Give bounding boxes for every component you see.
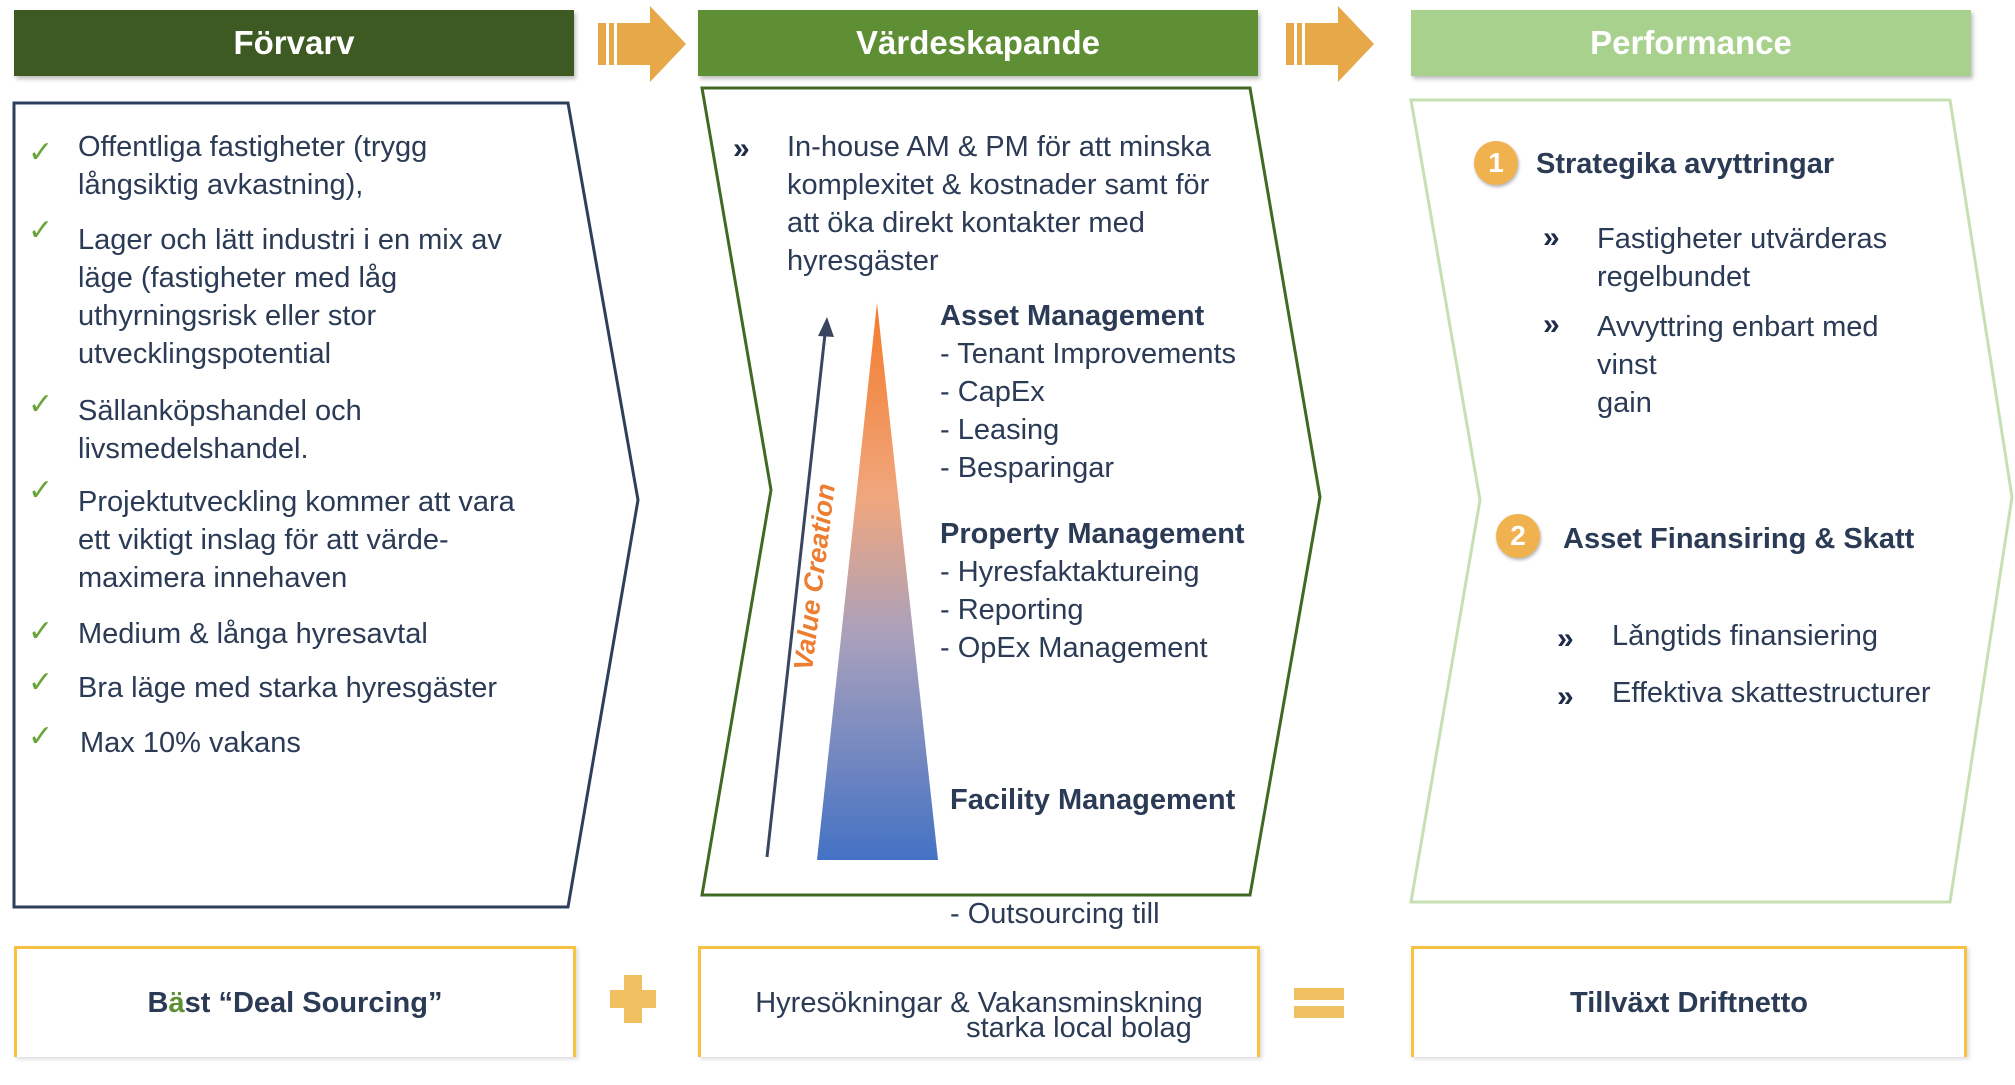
- header-forvarv-label: Förvarv: [233, 24, 355, 61]
- value-creation-arrow: [765, 317, 834, 858]
- forvarv-item-6: Bra läge med starka hyresgäster: [78, 672, 498, 704]
- facility-management-block: Facility Management - Outsourcing till s…: [950, 705, 1235, 1085]
- plus-sign: [610, 975, 656, 1023]
- performance-section-1-bullet-1: Fastigheter utvärderas regelbundet: [1597, 223, 1888, 293]
- performance-section-1-bullet-2: Avvyttring enbart med vinst gain: [1597, 311, 1879, 419]
- check-icon: ✓: [28, 388, 54, 421]
- check-icon: ✓: [28, 615, 54, 648]
- header-arrow-2: [1286, 6, 1374, 82]
- hyresokningar-label: Hyresökningar & Vakansminskning: [755, 986, 1203, 1019]
- number-badge-1: 1: [1474, 141, 1518, 185]
- bullet-icon: »: [1557, 680, 1574, 713]
- bullet-icon: »: [733, 132, 750, 165]
- header-vardeskapande-label: Värdeskapande: [856, 24, 1100, 61]
- deal-sourcing-highlight: ä: [168, 986, 185, 1019]
- bottom-box-tillvaxt: Tillväxt Driftnetto: [1411, 946, 1967, 1057]
- number-badge-2: 2: [1496, 514, 1540, 558]
- performance-panel: [1409, 98, 2014, 904]
- check-icon: ✓: [28, 720, 54, 753]
- check-icon: ✓: [28, 666, 54, 699]
- facility-management-item: starka local bolag: [950, 1012, 1192, 1044]
- check-icon: ✓: [28, 214, 54, 247]
- property-management-item: - Reporting: [940, 594, 1084, 626]
- performance-section-1-title: Strategika avyttringar: [1536, 148, 1835, 180]
- header-vardeskapande: Värdeskapande: [698, 10, 1258, 76]
- header-performance: Performance: [1411, 10, 1971, 76]
- deal-sourcing-suffix: st “Deal Sourcing”: [184, 986, 443, 1019]
- forvarv-item-2: Lager och lätt industri i en mix av läge…: [78, 224, 502, 370]
- forvarv-item-1: Offentliga fastigheter (trygg långsiktig…: [78, 131, 428, 201]
- property-management-title: Property Management: [940, 518, 1245, 550]
- performance-section-2-title: Asset Finansiring & Skatt: [1563, 523, 1915, 555]
- deal-sourcing-prefix: B: [147, 986, 169, 1019]
- header-arrow-1: [598, 6, 686, 82]
- performance-section-2-bullet-2: Effektiva skattestructurer: [1612, 677, 1931, 709]
- tillvaxt-label: Tillväxt Driftnetto: [1570, 986, 1808, 1019]
- value-creation-triangle: [817, 303, 938, 860]
- forvarv-item-4: Projektutveckling kommer att vara ett vi…: [78, 486, 515, 594]
- asset-management-item: - Besparingar: [940, 452, 1115, 484]
- vardeskapande-intro: In-house AM & PM för att minska komplexi…: [787, 131, 1211, 277]
- forvarv-item-7: Max 10% vakans: [80, 727, 301, 759]
- bullet-icon: »: [1557, 622, 1574, 655]
- asset-management-item: - Tenant Improvements: [940, 338, 1237, 370]
- check-icon: ✓: [28, 136, 54, 169]
- facility-management-title: Facility Management: [950, 784, 1236, 816]
- asset-management-item: - Leasing: [940, 414, 1060, 446]
- property-management-item: - Hyresfaktaktureing: [940, 556, 1200, 588]
- equals-sign: [1294, 988, 1344, 1018]
- property-management-item: - OpEx Management: [940, 632, 1208, 664]
- performance-section-2-bullet-1: Lǎngtids finansiering: [1612, 620, 1879, 652]
- header-forvarv: Förvarv: [14, 10, 574, 76]
- forvarv-item-3: Sällanköpshandel och livsmedelshandel.: [78, 395, 362, 465]
- asset-management-block: Asset Management - Tenant Improvements -…: [940, 297, 1236, 487]
- forvarv-item-5: Medium & långa hyresavtal: [78, 618, 428, 650]
- bullet-icon: »: [1543, 308, 1560, 341]
- bottom-box-hyresokningar: Hyresökningar & Vakansminskning: [698, 946, 1260, 1057]
- diagram-canvas: [12, 6, 2014, 1023]
- forvarv-panel: [12, 101, 640, 909]
- facility-management-item: - Outsourcing till: [950, 898, 1160, 930]
- asset-management-title: Asset Management: [940, 300, 1205, 332]
- asset-management-item: - CapEx: [940, 376, 1045, 408]
- header-performance-label: Performance: [1590, 24, 1792, 61]
- property-management-block: Property Management - Hyresfaktaktureing…: [940, 515, 1245, 667]
- check-icon: ✓: [28, 474, 54, 507]
- bullet-icon: »: [1543, 221, 1560, 254]
